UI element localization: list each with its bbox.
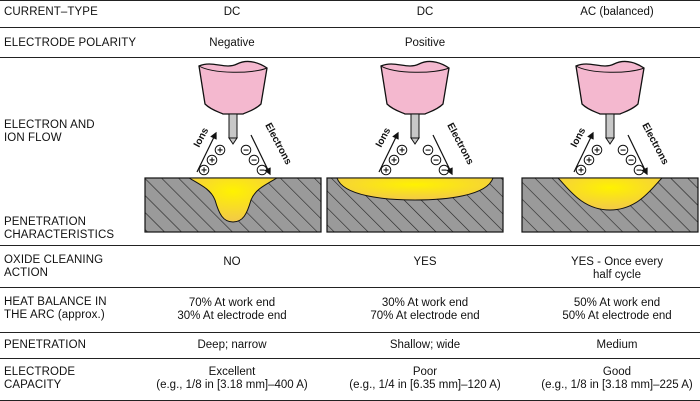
row-divider (0, 57, 700, 58)
heat-balance-col3: 50% At work end 50% At electrode end (562, 297, 672, 322)
electron-arrow (250, 134, 271, 176)
electrode-tip (605, 137, 615, 145)
minus-sign: − (441, 166, 447, 177)
row-divider (0, 287, 700, 288)
penetration-label: PENETRATION (4, 339, 87, 351)
ion-arrow (378, 131, 399, 173)
electrode-tip (410, 137, 420, 145)
current-type-col3: AC (balanced) (580, 6, 654, 18)
ions-label: Ions (374, 126, 394, 150)
electron-arrow (432, 134, 453, 176)
minus-sign: − (620, 146, 626, 157)
electron-charge (617, 144, 629, 156)
electrode-tip (228, 137, 238, 145)
plus-sign: + (209, 156, 215, 167)
ion-arrow (196, 131, 217, 173)
torch-nozzle (380, 60, 450, 115)
ion-charge (575, 164, 587, 176)
plus-sign: + (391, 156, 397, 167)
minus-sign: − (628, 156, 634, 167)
penetration-col3: Medium (596, 339, 638, 351)
tungsten-electrode (605, 113, 615, 139)
torch-nozzle (198, 60, 268, 115)
tungsten-electrode (410, 113, 420, 139)
row-divider (0, 245, 700, 246)
ion-charge (396, 144, 408, 156)
ions-label: Ions (569, 126, 589, 150)
oxide-cleaning-col3: YES - Once every half cycle (570, 256, 664, 281)
heat-balance-col1: 70% At work end 30% At electrode end (177, 297, 287, 322)
ion-charge (214, 144, 226, 156)
plus-sign: + (594, 146, 600, 157)
plus-sign: + (586, 156, 592, 167)
row-divider (0, 27, 700, 28)
torch-nozzle (575, 60, 645, 115)
heat-balance-label: HEAT BALANCE IN THE ARC (approx.) (4, 296, 107, 321)
plus-sign: + (399, 146, 405, 157)
electrons-label: Electrons (262, 121, 293, 167)
electrode-polarity-label: ELECTRODE POLARITY (4, 37, 137, 49)
minus-sign: − (251, 156, 257, 167)
capacity-col3: Good (e.g., 1/8 in [3.18 mm]–225 A) (541, 366, 693, 391)
weld-pool (336, 177, 494, 201)
heat-balance-col2: 30% At work end 70% At electrode end (370, 297, 480, 322)
oxide-cleaning-label: OXIDE CLEANING ACTION (4, 254, 104, 279)
penetration-col1: Deep; narrow (197, 339, 267, 351)
row-divider (0, 0, 700, 1)
ion-charge (198, 164, 210, 176)
current-type-col1: DC (223, 6, 241, 18)
capacity-col1: Excellent (e.g., 1/8 in [3.18 mm]–400 A) (156, 366, 308, 391)
weld-pool (556, 177, 664, 211)
ion-charge (591, 144, 603, 156)
electron-charge (248, 154, 260, 166)
electron-charge (430, 154, 442, 166)
torch-nozzle-rim (575, 65, 645, 73)
ion-charge (380, 164, 392, 176)
oxide-cleaning-col1: NO (223, 256, 241, 268)
plus-sign: + (383, 166, 389, 177)
current-type-label: CURRENT–TYPE (4, 6, 98, 18)
minus-sign: − (243, 146, 249, 157)
polarity-col1: Negative (209, 37, 255, 49)
electron-ion-flow-label: ELECTRON AND ION FLOW (4, 119, 95, 144)
plus-sign: + (578, 166, 584, 177)
torch-nozzle-rim (380, 65, 450, 73)
ion-charge (583, 154, 595, 166)
tungsten-electrode (228, 113, 238, 139)
capacity-col2: Poor (e.g., 1/4 in [6.35 mm]–120 A) (349, 366, 501, 391)
minus-sign: − (259, 166, 265, 177)
weld-pool (187, 177, 279, 223)
electrons-label: Electrons (444, 121, 475, 167)
electrode-capacity-label: ELECTRODE CAPACITY (4, 366, 76, 391)
minus-sign: − (636, 166, 642, 177)
row-divider (0, 332, 700, 333)
plus-sign: + (217, 146, 223, 157)
torch-nozzle-rim (198, 65, 268, 73)
penetration-col2: Shallow; wide (389, 339, 461, 351)
electron-charge (240, 144, 252, 156)
plus-sign: + (201, 166, 207, 177)
electron-charge (422, 144, 434, 156)
penetration-characteristics-label: PENETRATION CHARACTERISTICS (4, 216, 115, 241)
row-divider (0, 358, 700, 359)
current-type-col2: DC (416, 6, 434, 18)
minus-sign: − (425, 146, 431, 157)
ions-label: Ions (192, 126, 212, 150)
ion-charge (388, 154, 400, 166)
ion-charge (206, 154, 218, 166)
oxide-cleaning-col2: YES (413, 256, 437, 268)
ion-arrow (573, 131, 594, 173)
minus-sign: − (433, 156, 439, 167)
polarity-col2: Positive (404, 37, 446, 49)
electrons-label: Electrons (639, 121, 670, 167)
electron-charge (625, 154, 637, 166)
electron-arrow (627, 134, 648, 176)
